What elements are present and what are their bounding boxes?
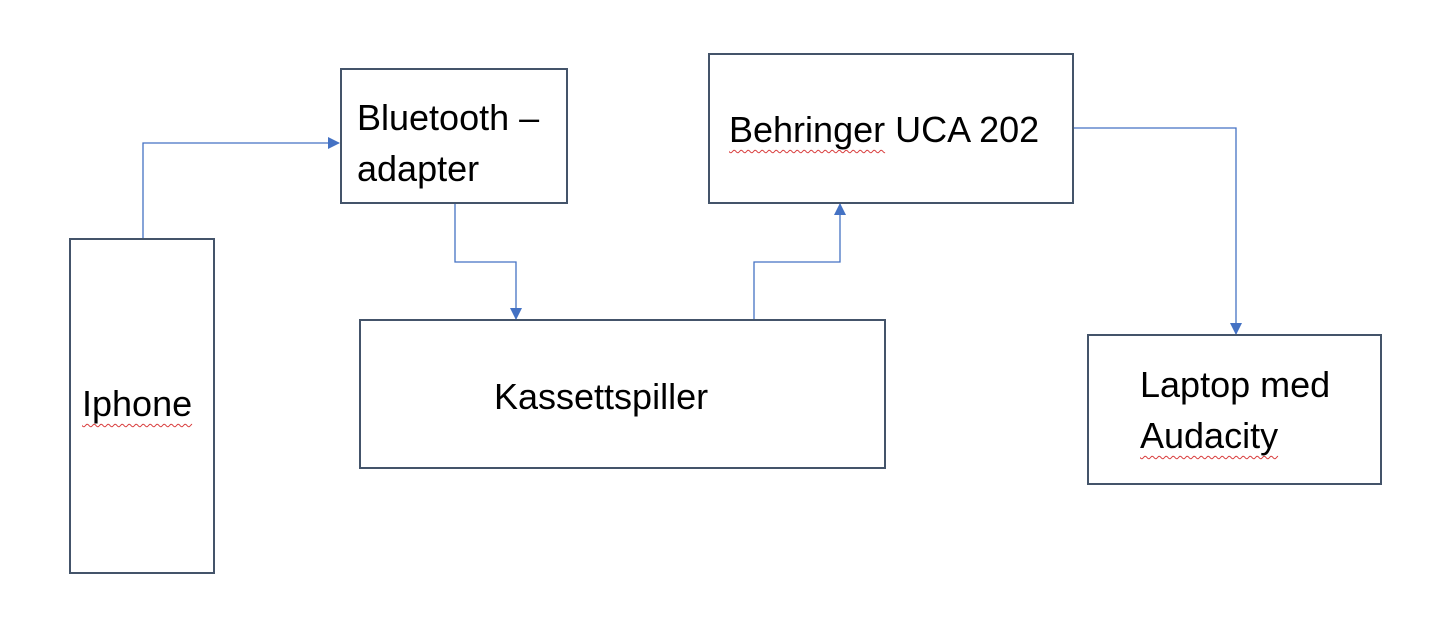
node-bluetooth-label-line1: Bluetooth – bbox=[357, 97, 540, 138]
node-bluetooth-adapter bbox=[340, 68, 568, 204]
node-iphone-label-wrap: Iphone bbox=[82, 382, 192, 426]
node-iphone bbox=[69, 238, 215, 574]
node-laptop-label-line2: Audacity bbox=[1140, 415, 1279, 456]
node-behringer-word2: UCA 202 bbox=[885, 109, 1040, 150]
connector-bluetooth-to-kassett bbox=[454, 204, 522, 320]
node-behringer-uca202 bbox=[708, 53, 1074, 204]
node-iphone-label: Iphone bbox=[82, 383, 193, 424]
node-behringer-word1: Behringer bbox=[729, 109, 886, 150]
node-laptop-label-line2-wrap: Audacity bbox=[1140, 414, 1278, 458]
node-behringer-label: Behringer UCA 202 bbox=[729, 108, 1039, 152]
node-laptop-audacity bbox=[1087, 334, 1382, 485]
node-laptop-label-line1: Laptop med bbox=[1140, 364, 1331, 405]
node-kassettspiller bbox=[359, 319, 886, 469]
node-bluetooth-label-line2: adapter bbox=[357, 148, 480, 189]
connector-behringer-to-laptop bbox=[1073, 127, 1242, 335]
node-kassett-label: Kassettspiller bbox=[494, 376, 709, 417]
connector-kassett-to-behringer bbox=[753, 203, 846, 320]
connector-iphone-to-bluetooth bbox=[142, 137, 340, 240]
